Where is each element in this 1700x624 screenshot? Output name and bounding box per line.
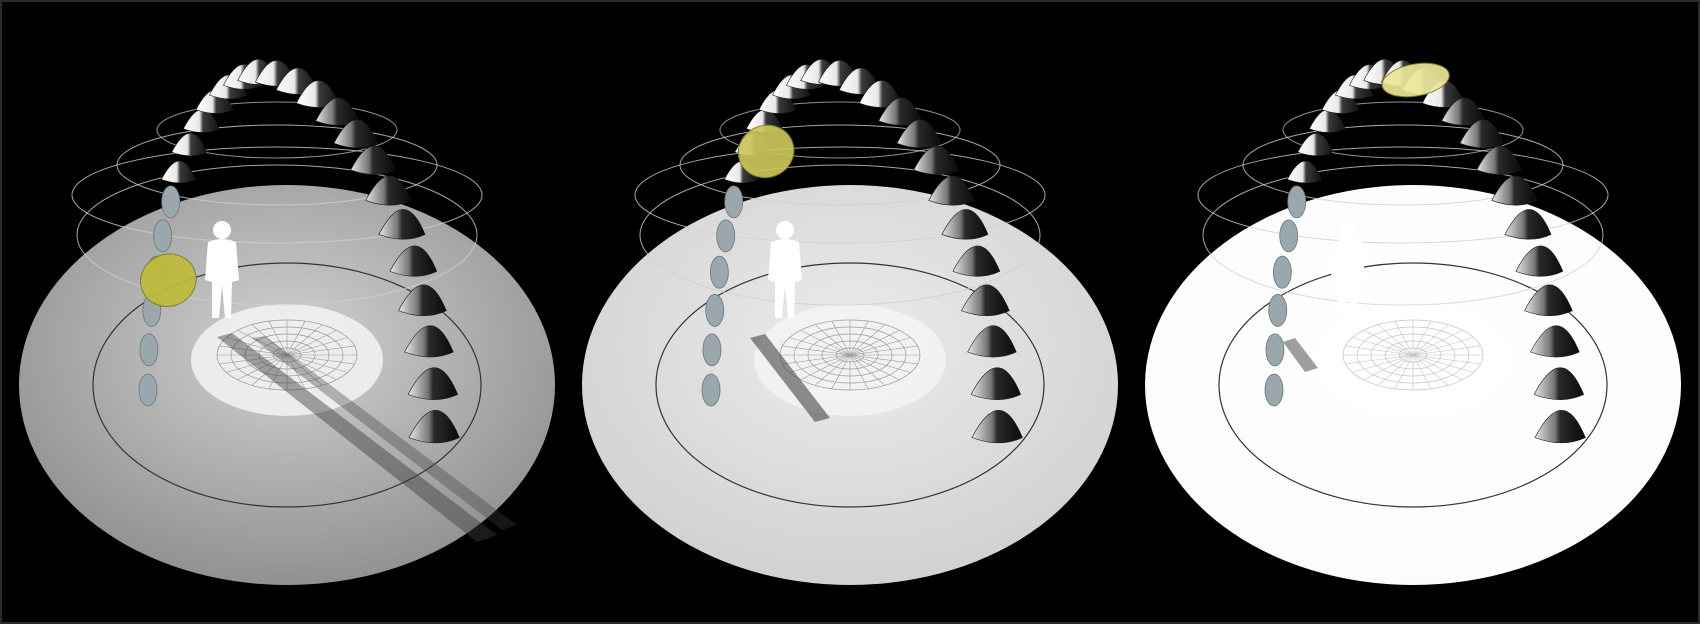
sundial-grid-icon: [1343, 320, 1483, 390]
sundial-grid-icon: [780, 320, 920, 390]
